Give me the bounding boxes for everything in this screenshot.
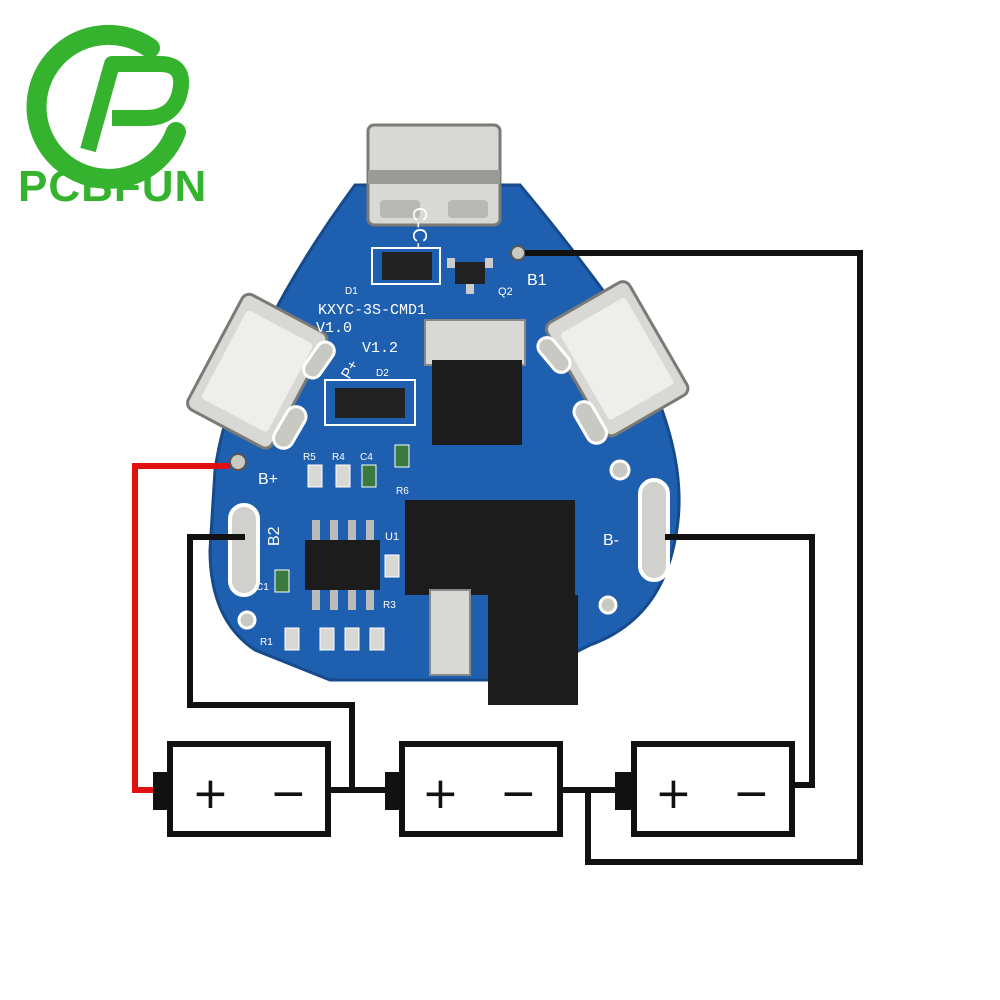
label-r1: R1 (260, 637, 273, 648)
diode-d2 (324, 379, 416, 426)
b2-slot-pad (228, 503, 260, 597)
b-minus-slot-pad (638, 478, 670, 582)
cell-1-plus-sign: + (192, 768, 229, 819)
version-label-b: V1.2 (362, 340, 398, 357)
label-u1: U1 (385, 531, 399, 543)
cell-2-plus-sign: + (422, 768, 459, 819)
battery-cell-1: + − (153, 741, 331, 837)
cell-3-plus-sign: + (655, 768, 692, 819)
small-passives (274, 444, 410, 651)
diode-d1 (371, 247, 441, 285)
label-r4: R4 (332, 452, 345, 463)
label-d2: D2 (376, 368, 389, 379)
mosfet-lower (405, 500, 578, 705)
battery-cell-2: + − (385, 741, 563, 837)
top-connector-tab (366, 123, 502, 227)
pad-b2-label: B2 (266, 526, 283, 546)
mosfet-upper (424, 319, 526, 445)
transistor-q2 (447, 258, 493, 294)
cell-2-minus-sign: − (500, 768, 537, 819)
version-label-a: V1.0 (316, 320, 352, 337)
pad-c-minus-label-2: C- (408, 228, 430, 249)
pad-b1-label: B1 (527, 272, 547, 289)
cell-3-minus-sign: − (733, 768, 770, 819)
wire-b-plus-red (132, 463, 230, 793)
label-c4: C4 (360, 452, 373, 463)
label-r6: R6 (396, 486, 409, 497)
b1-solder-point (510, 245, 526, 261)
cell-1-minus-sign: − (270, 768, 307, 819)
pad-c-minus-label-1: C- (408, 207, 430, 228)
left-connector-tab (186, 292, 329, 450)
ic-u1 (305, 520, 380, 610)
label-r5: R5 (303, 452, 316, 463)
wire-b-minus (665, 534, 815, 788)
label-q2: Q2 (498, 286, 513, 298)
board-model-label: KXYC-3S-CMD1 (318, 302, 426, 319)
battery-cell-3: + − (615, 741, 795, 837)
label-r3: R3 (383, 600, 396, 611)
label-d1: D1 (345, 286, 358, 297)
brand-name: PCBFUN (18, 162, 208, 211)
pad-b-plus-label: B+ (258, 471, 278, 488)
label-c1: C1 (256, 582, 269, 593)
wire-b2 (187, 534, 355, 790)
right-connector-tab (544, 280, 690, 438)
b-plus-solder-point (229, 453, 247, 471)
pad-b-minus-label: B- (603, 532, 619, 549)
